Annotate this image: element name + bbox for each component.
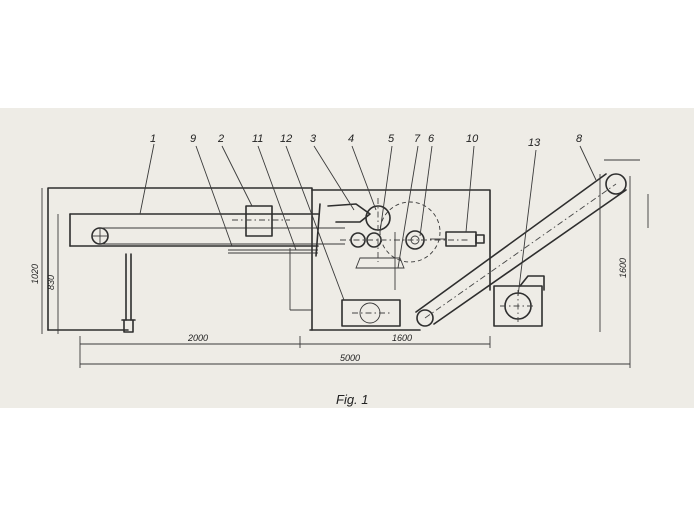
dim-left-height-inner: 830 (46, 275, 56, 290)
lower-motor (341, 299, 401, 327)
drawing-sheet (0, 108, 694, 408)
part-label-12: 12 (280, 133, 292, 145)
leader-lines (139, 143, 597, 301)
feed-conveyor (69, 205, 345, 254)
part-label-2: 2 (217, 133, 224, 145)
part-label-13: 13 (528, 137, 541, 149)
discharge-conveyor (415, 173, 627, 332)
dim-left-height-outer: 1020 (30, 264, 40, 284)
part-labels: 1 9 2 11 12 3 4 5 7 6 10 13 8 (150, 133, 583, 149)
dim-base-left: 2000 (187, 333, 208, 343)
fan-motor (493, 275, 545, 327)
part-label-9: 9 (190, 133, 196, 145)
part-label-1: 1 (150, 133, 156, 145)
figure-caption: Fig. 1 (336, 392, 369, 407)
part-label-3: 3 (310, 133, 317, 145)
dimension-labels: 1020 830 2000 1600 5000 1600 (30, 258, 628, 363)
dimension-lines (41, 159, 649, 368)
part-label-8: 8 (576, 133, 583, 145)
part-label-11: 11 (252, 133, 263, 145)
support-leg (121, 253, 136, 333)
part-label-6: 6 (428, 133, 435, 145)
part-label-7: 7 (414, 133, 421, 145)
machine-frame (47, 187, 491, 331)
dim-total-length: 5000 (340, 353, 360, 363)
drive-motor (430, 231, 485, 247)
part-label-10: 10 (466, 133, 479, 145)
dim-right-height: 1600 (618, 258, 628, 278)
dim-base-middle: 1600 (392, 333, 412, 343)
part-label-5: 5 (388, 133, 395, 145)
part-label-4: 4 (348, 133, 354, 145)
